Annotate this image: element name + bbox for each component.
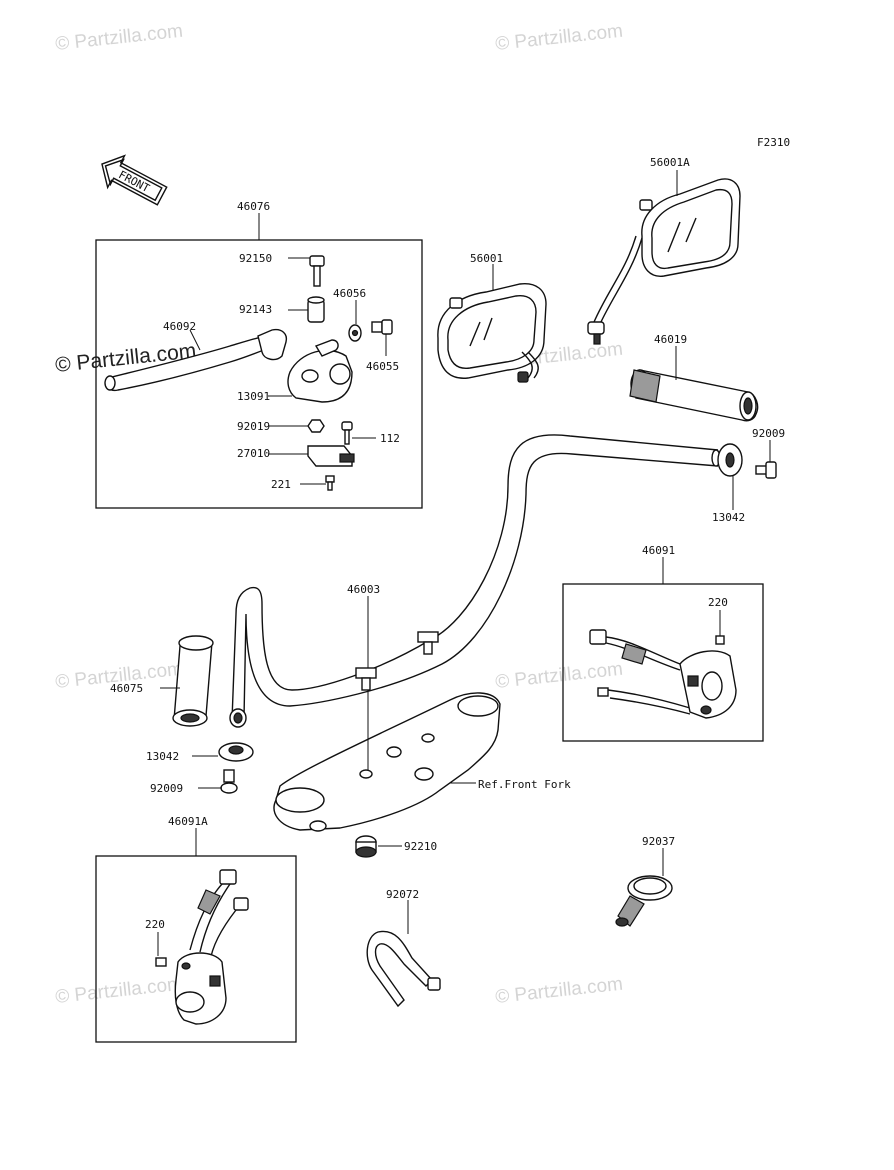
- callout-46091A: 46091A: [168, 815, 208, 828]
- callout-220-left: 220: [145, 918, 165, 931]
- callout-92009-left: 92009: [150, 782, 183, 795]
- callout-92037: 92037: [642, 835, 675, 848]
- bar-end-weight-left: [218, 742, 254, 794]
- watermark-top-left: © Partzilla.com: [54, 21, 184, 55]
- callout-46055: 46055: [366, 360, 399, 373]
- throttle-grip: [629, 369, 759, 422]
- cable-band-92072: [366, 930, 441, 1008]
- watermarks: © Partzilla.com © Partzilla.com © Partzi…: [54, 21, 624, 1008]
- callout-92150: 92150: [239, 252, 272, 265]
- callout-13042-right: 13042: [712, 511, 745, 524]
- callout-46019: 46019: [654, 333, 687, 346]
- callout-56001: 56001: [470, 252, 503, 265]
- callout-92143: 92143: [239, 303, 272, 316]
- callout-ref-front-fork: Ref.Front Fork: [478, 778, 571, 791]
- front-arrow-icon: FRONT: [101, 154, 168, 206]
- callout-27010: 27010: [237, 447, 270, 460]
- bar-end-weight-right: [717, 443, 777, 479]
- handlebar: [229, 434, 721, 728]
- right-switch-housing: [589, 629, 737, 719]
- callout-46076: 46076: [237, 200, 270, 213]
- callout-46056: 46056: [333, 287, 366, 300]
- left-grip: [172, 635, 214, 727]
- watermark-bottom-right: © Partzilla.com: [494, 974, 624, 1008]
- clutch-lever-assembly: [104, 255, 393, 491]
- callout-13042-left: 13042: [146, 750, 179, 763]
- callout-46075: 46075: [110, 682, 143, 695]
- upper-fork-bracket: [273, 692, 501, 832]
- left-switch-housing: [155, 869, 249, 1025]
- nut-92210: [355, 835, 377, 858]
- callout-92019: 92019: [237, 420, 270, 433]
- callout-56001A: 56001A: [650, 156, 690, 169]
- callout-13091: 13091: [237, 390, 270, 403]
- callout-46003: 46003: [347, 583, 380, 596]
- wire-clamp-92037: [615, 875, 673, 927]
- mirror-right: [587, 178, 741, 345]
- figure-code: F2310: [757, 136, 790, 149]
- callout-92009-right: 92009: [752, 427, 785, 440]
- callout-221: 221: [271, 478, 291, 491]
- callout-220-right: 220: [708, 596, 728, 609]
- callout-46092: 46092: [163, 320, 196, 333]
- callout-46091: 46091: [642, 544, 675, 557]
- watermark-top-right: © Partzilla.com: [494, 21, 624, 55]
- watermark-bottom-left: © Partzilla.com: [54, 974, 184, 1008]
- callout-92072: 92072: [386, 888, 419, 901]
- callout-112: 112: [380, 432, 400, 445]
- mirror-left: [437, 283, 547, 383]
- callout-92210: 92210: [404, 840, 437, 853]
